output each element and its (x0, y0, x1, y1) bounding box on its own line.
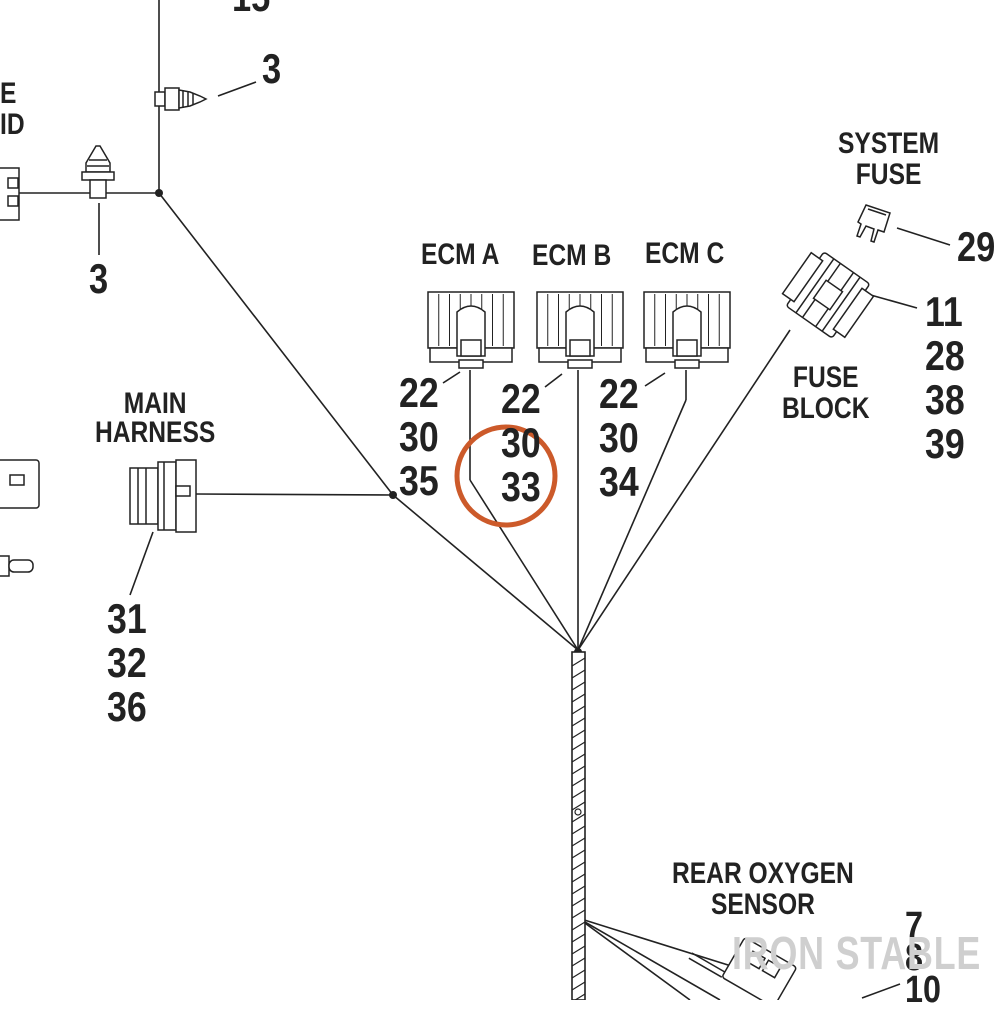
partial-left-label: E ID (0, 77, 25, 141)
connector-left-top (0, 167, 20, 221)
junction-dot (155, 189, 163, 197)
leader-3-top (217, 81, 257, 97)
callouts-ecm-b: 22 30 33 (501, 375, 541, 510)
leader-main (129, 531, 154, 596)
label-main-harness: MAIN HARNESS (95, 387, 216, 449)
leader-rear-o2 (861, 983, 901, 999)
leader-29 (896, 227, 951, 246)
callout-clip-left: 3 (89, 255, 109, 302)
callouts-rear-oxygen: 7 8 10 (905, 905, 941, 1011)
wire-diagonal (158, 192, 394, 496)
callouts-main-harness: 31 32 36 (107, 595, 147, 730)
main-harness-connector (129, 459, 197, 533)
callout-29: 29 (957, 223, 996, 270)
callouts-ecm-c: 22 30 34 (599, 370, 639, 505)
wire-rear-3 (577, 917, 691, 1000)
watermark: IRON STABLE (732, 927, 982, 979)
ecm-c-connector (643, 291, 731, 369)
highlight-circle (454, 424, 558, 528)
wire-main-harness (195, 493, 394, 496)
junction-dot (389, 491, 397, 499)
connector-left-mid (0, 459, 40, 509)
callout-15-partial: 15 (232, 0, 270, 18)
label-ecm-b: ECM B (532, 239, 612, 272)
wire-ecm-a-2 (469, 479, 579, 651)
ecm-a-connector (427, 291, 515, 369)
callouts-fuse-block: 11 28 38 39 (925, 288, 965, 467)
rear-oxygen-connector (688, 937, 797, 1000)
clip-left-low (0, 555, 34, 577)
label-ecm-a: ECM A (421, 238, 500, 271)
label-ecm-c: ECM C (645, 237, 725, 270)
leader-ecm-b (544, 373, 563, 388)
fuse-block (781, 251, 875, 339)
callout-clip-top: 3 (262, 45, 282, 92)
wire-ecm-c-2 (577, 399, 687, 651)
label-rear-oxygen-sensor: REAR OXYGEN SENSOR (672, 857, 854, 921)
system-fuse (856, 204, 891, 243)
leader-ecm-a (442, 371, 461, 384)
wire-rear-2 (577, 917, 721, 1000)
wire-fuse-block (577, 329, 791, 651)
push-clip-left (81, 145, 115, 199)
label-fuse-block: FUSE BLOCK (782, 361, 870, 425)
callouts-ecm-a: 22 30 35 (399, 369, 439, 504)
wire-to-hub (392, 494, 579, 651)
leader-ecm-c (644, 372, 666, 387)
ecm-b-connector (536, 291, 624, 369)
push-clip-top (154, 87, 208, 111)
label-system-fuse: SYSTEM FUSE (838, 127, 940, 191)
harness-trunk (571, 651, 586, 1000)
